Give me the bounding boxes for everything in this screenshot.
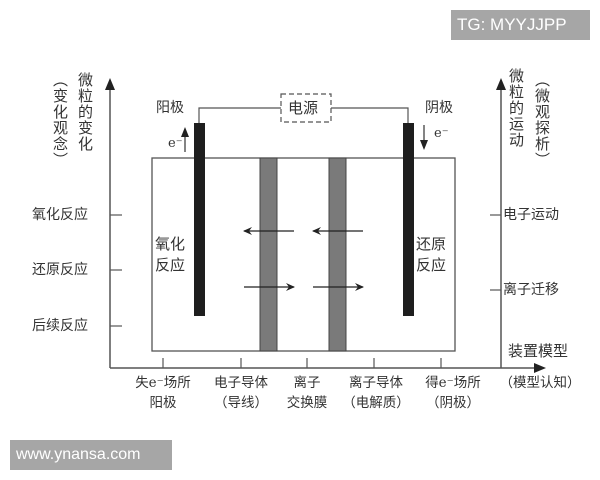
left-tick-subsequent: 后续反应: [32, 318, 88, 334]
membrane-left: [259, 157, 278, 352]
bottom-tick-electrolyte: 离子导体 （电解质）: [336, 373, 416, 413]
left-axis-arrow-icon: [105, 78, 115, 90]
watermark-bottom-left: www.ynansa.com: [10, 440, 172, 470]
left-tick-oxidation: 氧化反应: [32, 207, 88, 223]
right-tick-electron-motion: 电子运动: [503, 207, 559, 223]
bottom-axis-arrow-icon: [534, 363, 546, 373]
wire-left: [198, 107, 281, 123]
right-axis-title: 微粒的运动: [507, 68, 525, 148]
electron-label-right: e⁻: [434, 126, 449, 141]
power-source-label: 电源: [288, 99, 319, 117]
reduction-reaction-label-line1: 还原: [416, 235, 447, 253]
bottom-tick-cathode-line1: 得e⁻场所: [425, 375, 481, 391]
wire-right: [331, 107, 409, 123]
right-axis-arrow-icon: [496, 78, 506, 90]
left-axis: [105, 78, 122, 368]
left-axis-title: 微粒的变化: [76, 72, 94, 152]
bottom-tick-wire-line1: 电子导体: [214, 375, 268, 391]
bottom-tick-wire: 电子导体 （导线）: [201, 373, 281, 413]
reduction-reaction-label-line2: 反应: [416, 256, 447, 274]
electron-label-left: e⁻: [168, 136, 183, 151]
cathode-label: 阴极: [425, 100, 453, 116]
oxidation-reaction-label-line1: 氧化: [155, 235, 186, 253]
bottom-tick-membrane-line1: 离子: [293, 375, 321, 391]
power-source-box: [280, 93, 332, 123]
bottom-tick-cathode: 得e⁻场所 （阴极）: [418, 373, 488, 413]
bottom-tick-anode-line1: 失e⁻场所: [135, 375, 191, 391]
bottom-axis-title: 装置模型: [508, 342, 569, 360]
membrane-right: [328, 157, 347, 352]
bottom-tick-cathode-line2: （阴极）: [426, 395, 480, 411]
ion-arrows: [243, 227, 364, 291]
anode-label: 阳极: [156, 100, 184, 116]
right-axis: [490, 78, 506, 368]
right-tick-ion-migration: 离子迁移: [503, 282, 559, 298]
bottom-tick-electrolyte-line1: 离子导体: [349, 375, 403, 391]
anode-electrode: [194, 123, 205, 316]
left-tick-reduction: 还原反应: [32, 262, 88, 278]
bottom-tick-membrane-line2: 交换膜: [286, 395, 328, 411]
bottom-tick-electrolyte-line2: （电解质）: [342, 395, 410, 411]
bottom-axis-subtitle: （模型认知）: [499, 375, 581, 391]
bottom-tick-membrane: 离子 交换膜: [272, 373, 342, 413]
oxidation-reaction-label-line2: 反应: [155, 256, 186, 274]
cell-container: [151, 157, 456, 352]
watermark-top-right: TG: MYYJJPP: [451, 10, 590, 40]
bottom-tick-anode-line2: 阳极: [149, 395, 177, 411]
bottom-tick-wire-line2: （导线）: [214, 395, 268, 411]
left-axis-subtitle: （变化观念）: [51, 72, 69, 168]
bottom-axis: [110, 358, 546, 373]
cathode-electrode: [403, 123, 414, 316]
bottom-tick-anode: 失e⁻场所 阳极: [123, 373, 203, 413]
right-axis-subtitle: （微观探析）: [533, 72, 551, 168]
